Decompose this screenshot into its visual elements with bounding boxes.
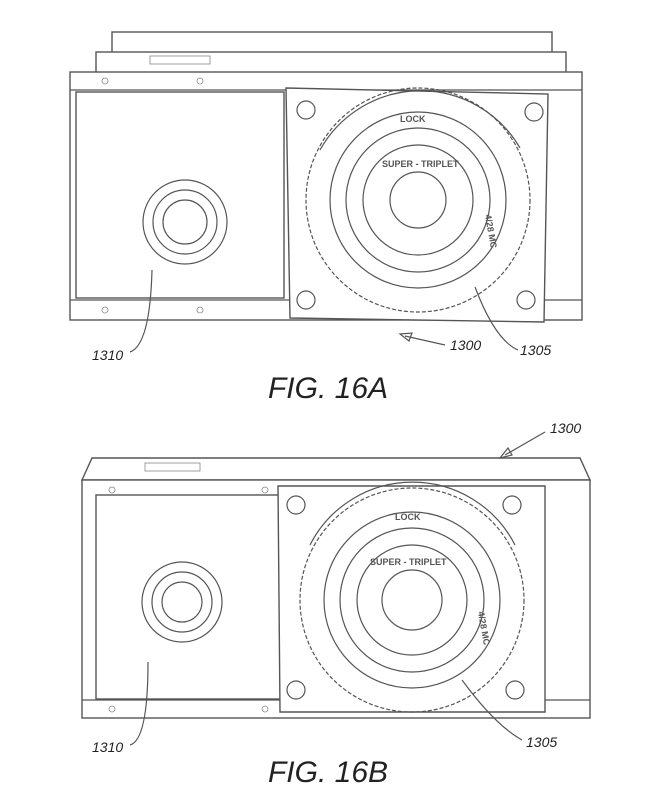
figure-16a: LOCK SUPER - TRIPLET 4/28 MC 1310 1300 1… [69,31,583,405]
lens-1305: LOCK SUPER - TRIPLET 4/28 MC [305,87,531,313]
figure-caption: FIG. 16A [268,372,388,405]
figure-caption: FIG. 16B [268,756,388,789]
lens-name: SUPER - TRIPLET [370,557,447,567]
figure-16b: LOCK SUPER - TRIPLET 4/28 MC 1310 1300 1… [80,420,592,789]
lens-name: SUPER - TRIPLET [382,159,459,169]
lock-label: LOCK [395,512,421,522]
ref-1300: 1300 [450,337,481,353]
lock-label: LOCK [400,114,426,124]
ref-1305: 1305 [520,342,551,358]
ref-1305: 1305 [526,734,557,750]
reference-leaders [129,431,546,746]
ref-1310: 1310 [92,347,123,363]
camera-back-plates [95,31,567,75]
ref-1310: 1310 [92,739,123,755]
lens-mount-plate [285,87,549,323]
side-panel-1310 [95,494,285,700]
reference-leaders [129,269,519,353]
side-panel-1310 [75,91,285,299]
ref-1300: 1300 [550,420,581,436]
